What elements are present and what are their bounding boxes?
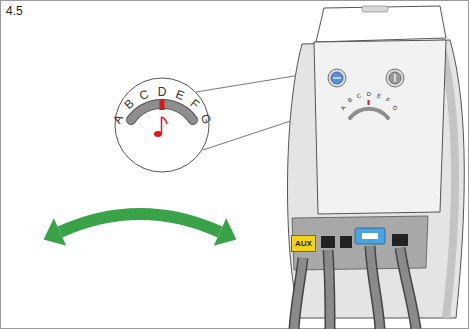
cables (294, 246, 416, 329)
node-text: AUX (295, 239, 312, 248)
note-letter: D (367, 91, 371, 97)
rotate-arrow (44, 214, 237, 246)
dial-marker (160, 99, 165, 110)
port-label: AUX (291, 235, 316, 252)
zoom-circle (115, 78, 209, 172)
note-letter: D (158, 86, 167, 98)
note-symbol (154, 117, 167, 137)
figure-number: 4.5 (6, 5, 23, 17)
